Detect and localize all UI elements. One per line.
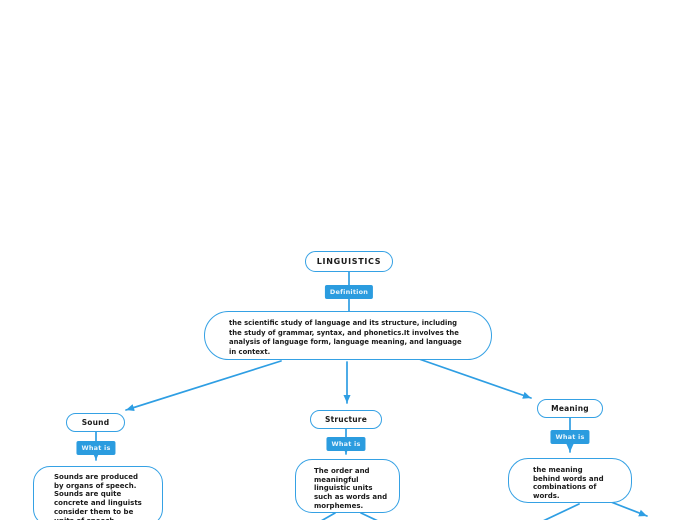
connector-definition-meaning [418,358,532,399]
node-linguistics-label: LINGUISTICS [316,257,382,266]
node-meaning[interactable]: Meaning [537,399,603,418]
connector-label-sound-what-is[interactable]: What is [76,441,116,455]
node-sound-description[interactable]: Sounds are produced by organs of speech.… [33,466,163,520]
node-meaning-description[interactable]: the meaning behind words and combination… [508,458,632,503]
node-meaning-label: Meaning [551,404,589,413]
connector-meaning-child-right-stub [610,501,648,517]
node-structure[interactable]: Structure [310,410,382,429]
connector-definition-sound [125,360,282,411]
connector-structure-child-right-stub [360,512,378,520]
node-linguistics[interactable]: LINGUISTICS [305,251,393,272]
connector-label-meaning-what-is[interactable]: What is [550,430,590,444]
node-sound-label: Sound [81,418,110,427]
node-sound[interactable]: Sound [66,413,125,432]
node-definition-text[interactable]: the scientific study of language and its… [204,311,492,360]
connector-meaning-child-left-stub [543,503,580,520]
connector-label-structure-what-is[interactable]: What is [326,437,366,451]
node-structure-label: Structure [325,415,367,424]
node-structure-description[interactable]: The order and meaningful linguistic unit… [295,459,400,513]
connector-label-definition[interactable]: Definition [324,285,374,299]
connector-structure-child-left-stub [321,512,336,520]
